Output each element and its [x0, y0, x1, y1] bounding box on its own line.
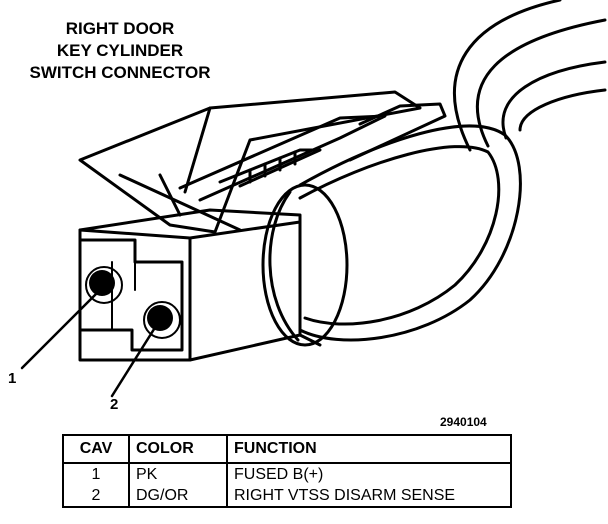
cavity-1-terminal — [85, 266, 123, 304]
callout-2: 2 — [110, 396, 119, 413]
pinout-table: CAV COLOR FUNCTION 1 PK FUSED B(+) 2 DG/… — [62, 434, 512, 508]
cell-function: RIGHT VTSS DISARM SENSE — [226, 485, 512, 508]
wire-harness — [453, 0, 607, 152]
cell-function: FUSED B(+) — [226, 463, 512, 485]
cell-color: PK — [128, 463, 228, 485]
cell-color: DG/OR — [128, 485, 228, 508]
header-function: FUNCTION — [226, 434, 512, 464]
cell-cav: 1 — [62, 463, 130, 485]
connector-illustration — [20, 0, 607, 398]
title-line-1: RIGHT DOOR — [65, 19, 175, 38]
connector-face — [78, 238, 184, 352]
diagram-title: RIGHT DOOR KEY CYLINDER SWITCH CONNECTOR — [0, 18, 240, 84]
title-line-3: SWITCH CONNECTOR — [29, 63, 211, 82]
table-header-row: CAV COLOR FUNCTION — [62, 434, 512, 464]
figure-id: 2940104 — [440, 415, 487, 429]
cavity-2-terminal — [143, 301, 181, 339]
connector-front-housing — [78, 208, 322, 362]
table-row: 1 PK FUSED B(+) — [62, 463, 512, 485]
connector-rear-body — [261, 124, 522, 347]
header-cav: CAV — [62, 434, 130, 464]
title-line-2: KEY CYLINDER — [56, 41, 184, 60]
header-color: COLOR — [128, 434, 228, 464]
table-row: 2 DG/OR RIGHT VTSS DISARM SENSE — [62, 485, 512, 508]
callout-1: 1 — [8, 370, 17, 387]
callout-leaders — [20, 290, 158, 398]
cell-cav: 2 — [62, 485, 130, 508]
connector-latch — [78, 90, 447, 234]
